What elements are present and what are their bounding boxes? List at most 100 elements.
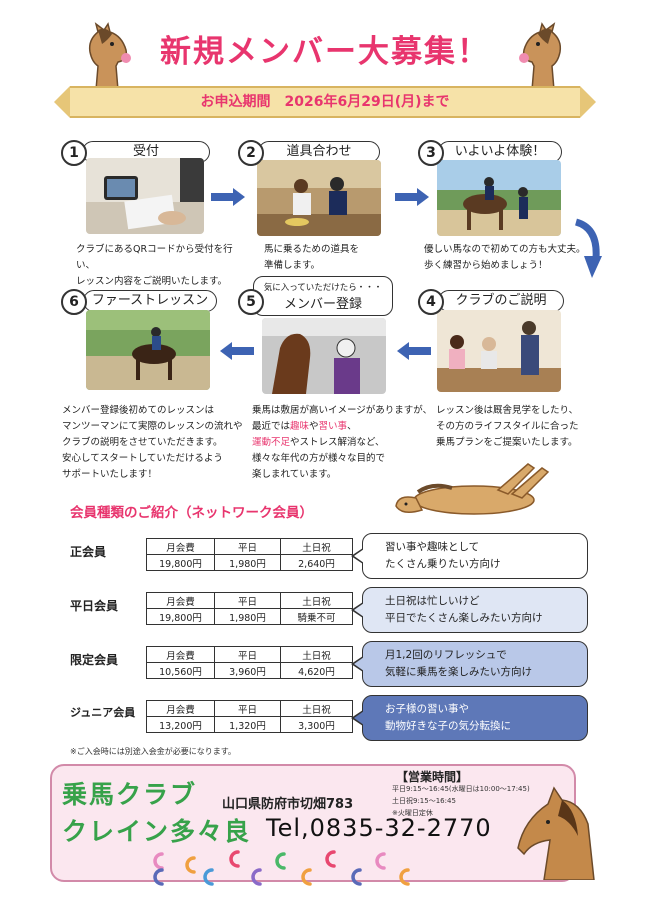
club-name-line2: クレイン多々良 (62, 817, 252, 846)
membership-comment-bubble: 習い事や趣味として たくさん乗りたい方向け (351, 533, 588, 579)
club-name-line1: 乗馬クラブ (62, 780, 198, 809)
step-4-desc-line: レッスン後は厩舎見学をしたり、 (436, 405, 579, 416)
monthly-fee: 10,560円 (146, 662, 215, 679)
hours-line: 土日祝9:15～16:45 (392, 797, 456, 805)
membership-comment-bubble: 月1,2回のリフレッシュで 気軽に乗馬を楽しみたい方向け (351, 641, 588, 687)
desc-highlight-lessons: 習い事 (318, 421, 348, 432)
step-4-desc-line: その方のライフスタイルに合った (436, 421, 579, 432)
club-info-panel (50, 764, 576, 882)
step-6-label: ファーストレッスン (83, 290, 217, 312)
fee-table-row: 19,800円 1,980円 騎乗不可 (146, 608, 353, 625)
step-6-number: 6 (61, 289, 87, 315)
step-4-desc: レッスン後は厩舎見学をしたり、 その方のライフスタイルに合った 乗馬プランをご提… (436, 403, 611, 451)
header-weekday: 平日 (214, 538, 281, 555)
curved-arrow-down-icon (572, 218, 602, 284)
comment-line: 土日祝は忙しいけど (385, 595, 480, 607)
comment-line: たくさん乗りたい方向け (385, 558, 501, 570)
step-5-photo (262, 318, 386, 394)
header-weekday: 平日 (214, 592, 281, 609)
step-6-desc-line: メンバー登録後初めてのレッスンは (62, 405, 215, 416)
step-1-desc-line: レッスン内容をご説明いたします。 (76, 276, 228, 287)
deadline-text: お申込期間 2026年6月29日(月)まで (200, 94, 450, 110)
step-6-desc: メンバー登録後初めてのレッスンは マンツーマンにて実際のレッスンの流れや クラブ… (62, 403, 252, 483)
membership-type-name: 平日会員 (70, 599, 119, 613)
desc-text: や (309, 421, 319, 432)
header-weekend: 土日祝 (280, 538, 353, 555)
membership-comment-bubble: お子様の習い事や 動物好きな子の気分転換に (351, 695, 588, 741)
fee-table-row: 10,560円 3,960円 4,620円 (146, 662, 353, 679)
step-3-number: 3 (418, 140, 444, 166)
step-5-desc-line: 運動不足やストレス解消など、 (252, 435, 442, 451)
step-5-desc-line: 乗馬は敷居が高いイメージがありますが、 (252, 405, 433, 416)
comment-line: 動物好きな子の気分転換に (385, 720, 511, 732)
header-weekend: 土日祝 (280, 700, 353, 717)
deadline-ribbon: お申込期間 2026年6月29日(月)まで (54, 86, 596, 118)
hours-line: 平日9:15～16:45(水曜日は10:00～17:45) (392, 785, 530, 793)
horse-head-illustration (514, 780, 604, 884)
hours-title: 【営業時間】 (396, 770, 469, 784)
step-6-desc-line: クラブの説明をさせていただきます。 (62, 437, 223, 448)
fee-table-header: 月会費 平日 土日祝 (146, 538, 353, 555)
membership-fee-table: 月会費 平日 土日祝 10,560円 3,960円 4,620円 (146, 646, 353, 679)
club-phone[interactable]: Tel,0835-32-2770 (266, 814, 492, 842)
header-monthly: 月会費 (146, 700, 215, 717)
step-5-label: メンバー登録 (283, 297, 362, 312)
fee-table-row: 13,200円 1,320円 3,300円 (146, 716, 353, 733)
step-2-desc-line: 準備します。 (264, 260, 321, 271)
fee-table-header: 月会費 平日 土日祝 (146, 646, 353, 663)
header-weekend: 土日祝 (280, 592, 353, 609)
step-5-desc-line: 様々な年代の方が様々な目的で (252, 453, 386, 464)
step-1-photo (86, 158, 204, 234)
step-6-desc-line: マンツーマンにて実際のレッスンの流れや (62, 421, 243, 432)
header-monthly: 月会費 (146, 538, 215, 555)
step-3-desc-line: 優しい馬なので初めての方も大丈夫。 (424, 244, 586, 255)
weekend-fee: 4,620円 (280, 662, 353, 679)
step-6-desc-line: サポートいたします！ (62, 469, 158, 480)
step-5-desc-line: 最近では趣味や習い事、 (252, 419, 442, 435)
membership-type-name: 限定会員 (70, 653, 119, 667)
fee-table-header: 月会費 平日 土日祝 (146, 700, 353, 717)
header-monthly: 月会費 (146, 646, 215, 663)
desc-highlight-hobby: 趣味 (290, 421, 310, 432)
step-4-label: クラブのご説明 (438, 290, 564, 312)
step-2-number: 2 (238, 140, 264, 166)
horseshoe-decoration-icon (150, 846, 420, 890)
membership-type-name: 正会員 (70, 545, 107, 559)
desc-text: やストレス解消など、 (290, 437, 385, 448)
step-5-desc: 乗馬は敷居が高いイメージがありますが、 最近では趣味や習い事、 運動不足やストレ… (252, 403, 442, 483)
desc-text: 最近では (252, 421, 291, 432)
monthly-fee: 19,800円 (146, 608, 215, 625)
comment-line: 習い事や趣味として (385, 541, 480, 553)
step-3-desc-line: 歩く練習から始めましょう！ (424, 260, 548, 271)
weekday-fee: 1,320円 (214, 716, 281, 733)
weekend-fee: 2,640円 (280, 554, 353, 571)
fee-table-header: 月会費 平日 土日祝 (146, 592, 353, 609)
step-1-desc: クラブにあるQRコードから受付を行い、 レッスン内容をご説明いたします。 (76, 242, 251, 290)
monthly-fee: 13,200円 (146, 716, 215, 733)
step-5-number: 5 (238, 289, 264, 315)
step-6-desc-line: 安心してスタートしていただけるよう (62, 453, 223, 464)
step-1-desc-line: クラブにあるQRコードから受付を行い、 (76, 244, 233, 271)
step-5-desc-line: 楽しまれています。 (252, 469, 337, 480)
business-hours: 平日9:15～16:45(水曜日は10:00～17:45) 土日祝9:15～16… (392, 783, 530, 819)
membership-fee-table: 月会費 平日 土日祝 19,800円 1,980円 騎乗不可 (146, 592, 353, 625)
comment-line: 気軽に乗馬を楽しみたい方向け (385, 666, 532, 678)
weekday-fee: 3,960円 (214, 662, 281, 679)
step-3-label: いよいよ体験！ (438, 141, 562, 163)
weekday-fee: 1,980円 (214, 554, 281, 571)
weekday-fee: 1,980円 (214, 608, 281, 625)
membership-comment-bubble: 土日祝は忙しいけど 平日でたくさん楽しみたい方向け (351, 587, 588, 633)
desc-highlight-exercise: 運動不足 (252, 437, 291, 448)
step-4-desc-line: 乗馬プランをご提案いたします。 (436, 437, 578, 448)
admission-fee-note: ※ご入会時には別途入会金が必要になります。 (70, 747, 236, 756)
comment-line: 平日でたくさん楽しみたい方向け (385, 612, 543, 624)
membership-fee-table: 月会費 平日 土日祝 19,800円 1,980円 2,640円 (146, 538, 353, 571)
monthly-fee: 19,800円 (146, 554, 215, 571)
weekend-fee: 3,300円 (280, 716, 353, 733)
desc-text: 、 (347, 421, 357, 432)
header-weekend: 土日祝 (280, 646, 353, 663)
lying-horse-illustration (392, 458, 562, 526)
horse-mascot-left (78, 22, 140, 92)
fee-table-row: 19,800円 1,980円 2,640円 (146, 554, 353, 571)
step-2-desc-line: 馬に乗るための道具を (264, 244, 360, 255)
